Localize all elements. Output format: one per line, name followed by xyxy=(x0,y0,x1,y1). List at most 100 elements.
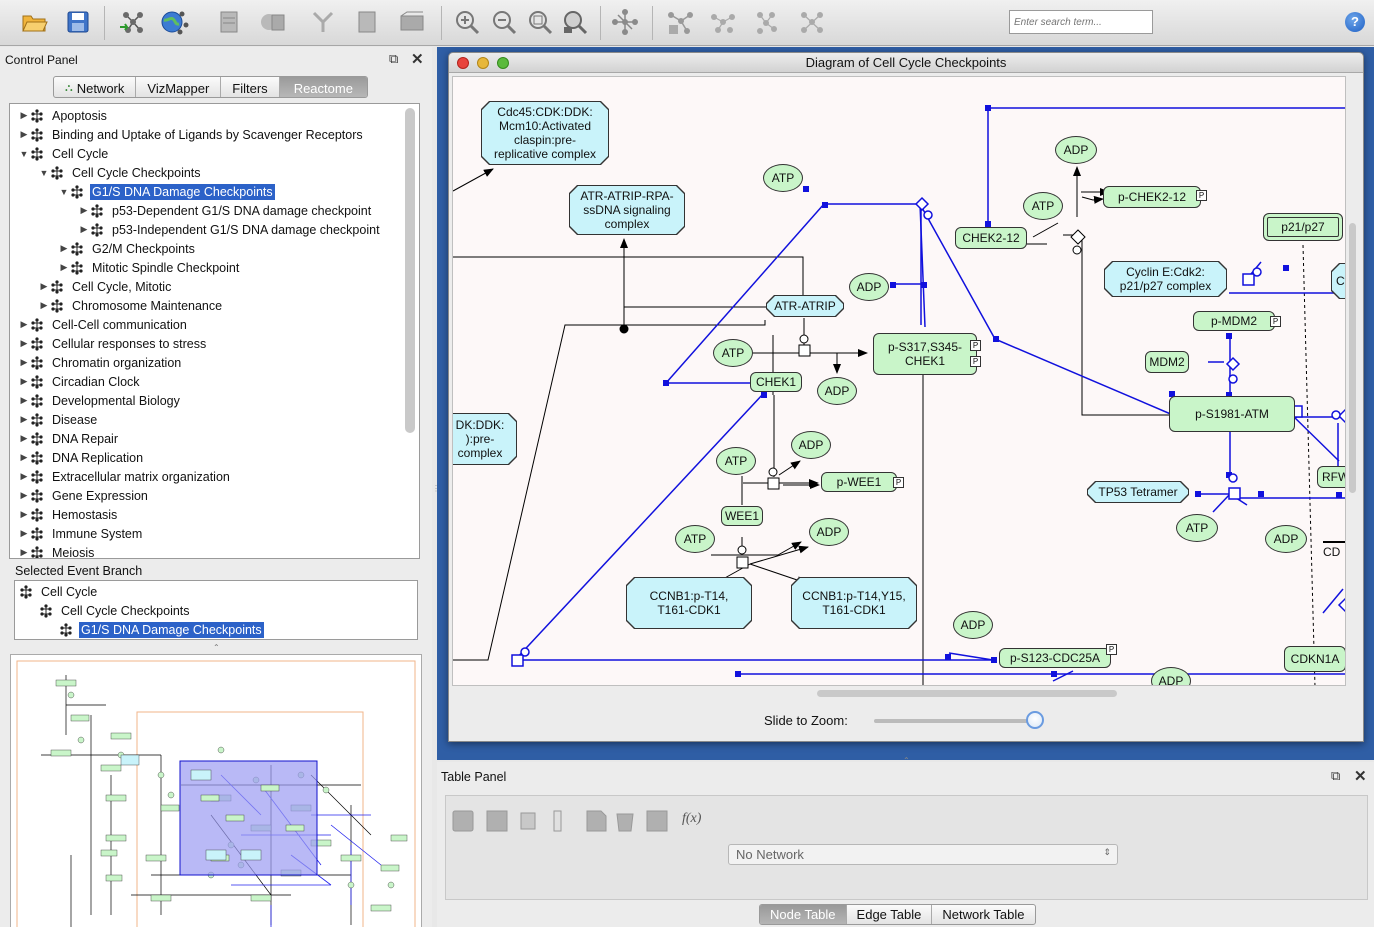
float-panel-icon[interactable]: ⧉ xyxy=(1331,768,1341,783)
network-select[interactable]: No Network⇕ xyxy=(728,844,1118,865)
tree-item[interactable]: Cell Cycle Checkpoints xyxy=(39,601,192,620)
expand-arrow-icon[interactable]: ▶ xyxy=(80,205,88,215)
save-icon[interactable] xyxy=(63,7,93,37)
complex-ccnb1-p-t14-y15[interactable]: CCNB1:p-T14,Y15,T161-CDK1 xyxy=(792,578,916,628)
protein-p-chek2-12[interactable]: p-CHEK2-12 xyxy=(1103,186,1201,208)
protein-cdkn1a[interactable]: CDKN1A xyxy=(1284,646,1345,672)
protein-mdm2[interactable]: MDM2 xyxy=(1145,351,1189,373)
tree-item[interactable]: ▶p53-Independent G1/S DNA damage checkpo… xyxy=(78,220,382,239)
zoom-selected-icon[interactable] xyxy=(560,7,590,37)
tree-item[interactable]: ▶Chromosome Maintenance xyxy=(38,296,224,315)
expand-arrow-icon[interactable]: ▶ xyxy=(60,262,68,272)
new-table-icon[interactable] xyxy=(214,7,244,37)
small-molecule-atp[interactable]: ATP xyxy=(675,525,715,553)
protein-p-s123-cdc25a[interactable]: p-S123-CDC25A xyxy=(999,648,1111,668)
complex-tp53-tetramer[interactable]: TP53 Tetramer xyxy=(1088,482,1188,502)
complex-cyclin-e-cdk2[interactable]: Cyclin E:Cdk2:p21/p27 complex xyxy=(1105,262,1226,296)
help-icon[interactable]: ? xyxy=(1345,12,1365,32)
protein-rfw-partial[interactable]: RFW xyxy=(1317,466,1345,488)
small-molecule-atp[interactable]: ATP xyxy=(1023,192,1063,220)
tree-item[interactable]: ▶DNA Replication xyxy=(18,448,145,467)
tree-item[interactable]: Cell Cycle xyxy=(19,582,99,601)
protein-chek1[interactable]: CHEK1 xyxy=(750,372,802,392)
import-table-icon[interactable] xyxy=(258,7,288,37)
tree-item[interactable]: ▶Gene Expression xyxy=(18,486,150,505)
small-molecule-atp[interactable]: ATP xyxy=(763,164,803,192)
small-molecule-adp[interactable]: ADP xyxy=(1055,136,1097,164)
column-visibility-icon[interactable] xyxy=(455,809,477,831)
expand-arrow-icon[interactable]: ▶ xyxy=(40,300,48,310)
expand-arrow-icon[interactable]: ▶ xyxy=(20,129,28,139)
splitter-handle[interactable]: ⌃ xyxy=(213,643,220,652)
tree-item[interactable]: G1/S DNA Damage Checkpoints xyxy=(59,620,264,639)
expand-arrow-icon[interactable]: ▶ xyxy=(20,414,28,424)
tree-item[interactable]: ▶Cell Cycle, Mitotic xyxy=(38,277,173,296)
tree-item[interactable]: ▶Apoptosis xyxy=(18,106,109,125)
tree-item[interactable]: ▶Cellular responses to stress xyxy=(18,334,208,353)
diagram-window[interactable]: Diagram of Cell Cycle Checkpoints xyxy=(448,52,1364,742)
tree-item[interactable]: ▼Cell Cycle Checkpoints xyxy=(38,163,203,182)
search-input[interactable] xyxy=(1009,10,1153,34)
expand-arrow-icon[interactable]: ▶ xyxy=(20,357,28,367)
zoom-fit-icon[interactable] xyxy=(525,7,555,37)
tree-item[interactable]: ▶Circadian Clock xyxy=(18,372,142,391)
cluster-a-icon[interactable] xyxy=(665,7,695,37)
tab-network[interactable]: ⛬Network xyxy=(54,77,137,97)
expand-arrow-icon[interactable]: ▶ xyxy=(20,471,28,481)
tree-item[interactable]: ▶Meiosis xyxy=(18,543,96,558)
expand-arrow-icon[interactable]: ▶ xyxy=(20,338,28,348)
diagram-horizontal-scrollbar[interactable] xyxy=(817,690,1117,697)
complex-ccnb1-p-t14[interactable]: CCNB1:p-T14,T161-CDK1 xyxy=(627,578,751,628)
tree-item[interactable]: ▶Disease xyxy=(18,410,99,429)
minimize-window-icon[interactable] xyxy=(477,57,489,69)
tree-item[interactable]: ▶p53-Dependent G1/S DNA damage checkpoin… xyxy=(78,201,373,220)
tree-item[interactable]: ▼G1/S DNA Damage Checkpoints xyxy=(58,182,275,201)
expand-arrow-icon[interactable]: ▶ xyxy=(20,110,28,120)
add-column-icon[interactable] xyxy=(488,809,510,831)
small-molecule-adp[interactable]: ADP xyxy=(791,431,831,459)
complex-cy-partial[interactable]: Cy xyxy=(1332,264,1346,298)
small-molecule-atp[interactable]: ATP xyxy=(713,339,753,367)
export-icon[interactable] xyxy=(397,7,427,37)
tab-filters[interactable]: Filters xyxy=(221,77,280,97)
close-panel-icon[interactable]: ✕ xyxy=(411,51,424,68)
collapse-arrow-icon[interactable]: ▼ xyxy=(19,148,29,159)
collapse-arrow-icon[interactable]: ▼ xyxy=(39,167,49,178)
splitter-handle[interactable]: ⌃ xyxy=(903,756,910,765)
open-folder-icon[interactable] xyxy=(19,7,49,37)
import-from-web-icon[interactable] xyxy=(160,7,190,37)
tab-edge-table[interactable]: Edge Table xyxy=(847,905,933,924)
protein-wee1[interactable]: WEE1 xyxy=(721,506,763,526)
tree-item[interactable]: ▶Chromatin organization xyxy=(18,353,183,372)
expand-arrow-icon[interactable]: ▶ xyxy=(20,319,28,329)
expand-arrow-icon[interactable]: ▶ xyxy=(40,281,48,291)
link-table-icon[interactable] xyxy=(647,809,669,831)
small-molecule-adp[interactable]: ADP xyxy=(1265,525,1307,553)
remove-table-icon[interactable] xyxy=(352,7,382,37)
zoom-slider-track[interactable] xyxy=(874,719,1034,723)
tree-item[interactable]: ▶DNA Repair xyxy=(18,429,120,448)
tab-node-table[interactable]: Node Table xyxy=(760,905,847,924)
delete-attribute-icon[interactable] xyxy=(616,809,636,831)
import-network-icon[interactable] xyxy=(118,7,148,37)
protein-p-mdm2[interactable]: p-MDM2 xyxy=(1193,311,1275,331)
tree-item[interactable]: ▶G2/M Checkpoints xyxy=(58,239,197,258)
function-builder-button[interactable]: f(x) xyxy=(682,811,702,826)
expand-arrow-icon[interactable]: ▶ xyxy=(80,224,88,234)
complex-atr-atrip[interactable]: ATR-ATRIP xyxy=(767,296,843,316)
expand-arrow-icon[interactable]: ▶ xyxy=(20,452,28,462)
tree-item[interactable]: ▼Cell Cycle xyxy=(18,144,110,163)
cluster-c-icon[interactable] xyxy=(752,7,782,37)
close-window-icon[interactable] xyxy=(457,57,469,69)
tab-vizmapper[interactable]: VizMapper xyxy=(136,77,222,97)
expand-arrow-icon[interactable]: ▶ xyxy=(60,243,68,253)
zoom-in-icon[interactable] xyxy=(452,7,482,37)
small-molecule-adp[interactable]: ADP xyxy=(809,518,849,546)
expand-arrow-icon[interactable]: ▶ xyxy=(20,395,28,405)
new-attribute-icon[interactable] xyxy=(586,809,606,831)
small-molecule-adp[interactable]: ADP xyxy=(953,611,993,639)
divider-handle[interactable]: ⋮ xyxy=(432,484,440,493)
